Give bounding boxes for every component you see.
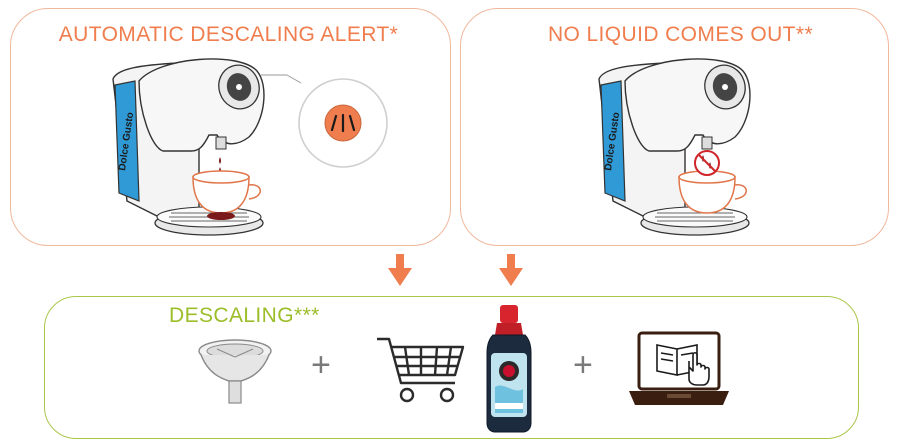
no-liquid-title: NO LIQUID COMES OUT**: [547, 23, 814, 46]
coffee-machine-icon: Dolce Gusto: [112, 58, 265, 236]
plus-sign: +: [573, 346, 593, 384]
descaling-title: DESCALING***: [169, 304, 320, 327]
no-liquid-panel: NO LIQUID COMES OUT** Dolce Gusto: [460, 8, 889, 246]
descaling-alert-light-icon: [261, 74, 388, 168]
descaling-panel: DESCALING*** +: [44, 296, 859, 439]
laptop-manual-icon: [629, 331, 729, 405]
arrow-down-icon: [388, 254, 412, 286]
plus-sign: +: [311, 346, 331, 384]
coffee-machine-icon: Dolce Gusto: [598, 58, 751, 236]
arrow-down-icon: [499, 254, 523, 286]
funnel-capsule-icon: [198, 339, 272, 404]
shopping-cart-icon: [377, 337, 465, 403]
no-drip-icon: [694, 150, 720, 176]
descaling-alert-panel: AUTOMATIC DESCALING ALERT* Dolce Gusto: [10, 8, 451, 246]
descaling-alert-title: AUTOMATIC DESCALING ALERT*: [58, 23, 399, 46]
descaler-bottle-icon: [486, 305, 532, 433]
